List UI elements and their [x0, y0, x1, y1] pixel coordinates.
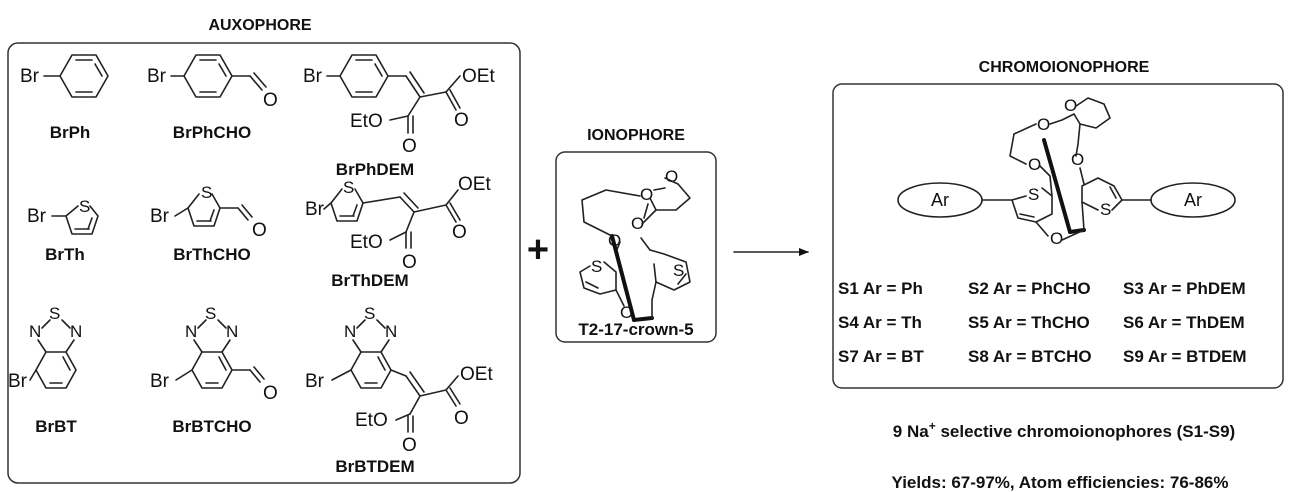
- atom-o: O: [252, 220, 267, 241]
- atom-n: N: [385, 322, 397, 341]
- structure-brbt: S N N Br: [8, 304, 82, 392]
- atom-br: Br: [27, 206, 47, 227]
- label-brth: BrTh: [45, 245, 85, 264]
- auxophore-panel: [7, 42, 521, 484]
- atom-br: Br: [150, 371, 170, 392]
- structure-brphcho: Br O: [147, 54, 278, 111]
- structure-brbtcho: S N N Br O: [150, 304, 278, 404]
- atom-n: N: [344, 322, 356, 341]
- atom-o: O: [263, 383, 278, 404]
- label-brbtcho: BrBTCHO: [172, 417, 251, 436]
- atom-o: O: [1071, 150, 1084, 169]
- sensor-s5: S5 Ar = ThCHO: [968, 313, 1090, 332]
- sensor-s8: S8 Ar = BTCHO: [968, 347, 1092, 366]
- atom-n: N: [70, 322, 82, 341]
- atom-o: O: [1064, 96, 1077, 115]
- atom-br: Br: [303, 66, 323, 87]
- ionophore-title: IONOPHORE: [587, 127, 685, 144]
- atom-o: O: [631, 214, 644, 233]
- ar-right-label: Ar: [1184, 190, 1202, 210]
- chromoionophore-panel: [832, 83, 1284, 389]
- atom-o: O: [1037, 115, 1050, 134]
- atom-s: S: [673, 261, 684, 280]
- atom-o: O: [402, 252, 417, 273]
- atom-eto: EtO: [355, 410, 388, 431]
- plus-sign: +: [527, 229, 549, 271]
- structure-chromoionophore: Ar Ar S S O O O O O: [897, 96, 1236, 248]
- label-brphcho: BrPhCHO: [173, 123, 251, 142]
- label-brbtdem: BrBTDEM: [335, 457, 414, 476]
- atom-br: Br: [20, 66, 40, 87]
- label-brph: BrPh: [50, 123, 91, 142]
- sensor-s2: S2 Ar = PhCHO: [968, 279, 1091, 298]
- sensor-s4: S4 Ar = Th: [838, 313, 922, 332]
- atom-br: Br: [150, 206, 170, 227]
- atom-oet: OEt: [462, 66, 495, 87]
- yields-note: Yields: 67-97%, Atom efficiencies: 76-86…: [892, 473, 1229, 492]
- atom-n: N: [29, 322, 41, 341]
- atom-eto: EtO: [350, 111, 383, 132]
- atom-n: N: [185, 322, 197, 341]
- label-brthdem: BrThDEM: [331, 271, 408, 290]
- sensor-s9: S9 Ar = BTDEM: [1123, 347, 1247, 366]
- structure-brthdem: Br S OEt O EtO O: [305, 174, 491, 273]
- structure-brph: Br: [20, 54, 109, 98]
- atom-br: Br: [8, 371, 28, 392]
- atom-s: S: [1028, 185, 1039, 204]
- atom-o: O: [454, 408, 469, 429]
- sensor-s1: S1 Ar = Ph: [838, 279, 923, 298]
- atom-o: O: [1050, 229, 1063, 248]
- selectivity-note: 9 Na+ selective chromoionophores (S1-S9): [893, 419, 1235, 441]
- ionophore-name: T2-17-crown-5: [578, 320, 693, 339]
- label-brphdem: BrPhDEM: [336, 160, 414, 179]
- atom-eto: EtO: [350, 232, 383, 253]
- atom-o: O: [452, 222, 467, 243]
- atom-o: O: [665, 167, 678, 186]
- atom-oet: OEt: [460, 364, 493, 385]
- structure-brphdem: Br OEt O EtO O: [303, 54, 495, 157]
- atom-s: S: [49, 304, 60, 323]
- ar-left-label: Ar: [931, 190, 949, 210]
- atom-s: S: [201, 183, 212, 202]
- label-brbt: BrBT: [35, 417, 77, 436]
- atom-br: Br: [147, 66, 167, 87]
- structure-brthcho: Br S O: [150, 183, 267, 241]
- structure-brth: Br S: [27, 197, 99, 235]
- atom-s: S: [343, 178, 354, 197]
- atom-o: O: [263, 90, 278, 111]
- atom-s: S: [79, 197, 90, 216]
- sensor-s3: S3 Ar = PhDEM: [1123, 279, 1246, 298]
- sensor-s6: S6 Ar = ThDEM: [1123, 313, 1245, 332]
- atom-s: S: [591, 257, 602, 276]
- atom-br: Br: [305, 199, 325, 220]
- atom-s: S: [205, 304, 216, 323]
- auxophore-title: AUXOPHORE: [208, 17, 311, 34]
- sensor-list: S1 Ar = Ph S2 Ar = PhCHO S3 Ar = PhDEM S…: [838, 279, 1247, 366]
- atom-o: O: [454, 110, 469, 131]
- atom-o: O: [402, 136, 417, 157]
- structure-brbtdem: S N N Br OEt O EtO O: [305, 304, 493, 456]
- atom-oet: OEt: [458, 174, 491, 195]
- atom-o: O: [1028, 155, 1041, 174]
- atom-o: O: [402, 435, 417, 456]
- chromoionophore-title: CHROMOIONOPHORE: [979, 59, 1150, 76]
- atom-n: N: [226, 322, 238, 341]
- structure-t2-17-crown-5: O O O O O S S: [579, 167, 691, 322]
- atom-s: S: [1100, 200, 1111, 219]
- label-brthcho: BrThCHO: [173, 245, 250, 264]
- ionophore-panel: [555, 151, 717, 343]
- sensor-s7: S7 Ar = BT: [838, 347, 924, 366]
- atom-s: S: [364, 304, 375, 323]
- atom-br: Br: [305, 371, 325, 392]
